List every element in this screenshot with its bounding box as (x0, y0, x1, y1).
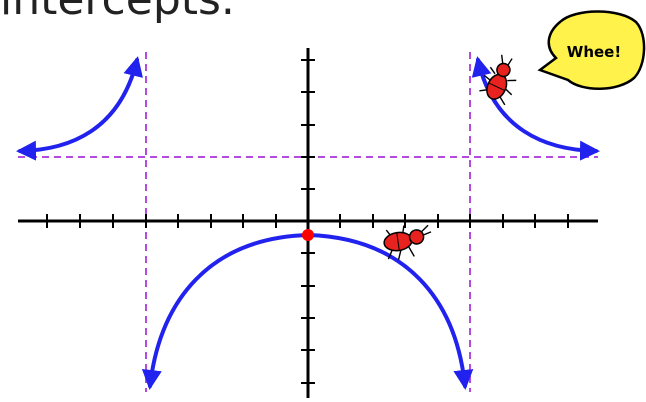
bug-icon (383, 224, 432, 260)
curve-left-upper (16, 56, 143, 161)
y-intercept-point (302, 229, 314, 241)
x-axis-ticks (46, 214, 569, 228)
axes (18, 48, 598, 398)
curve-right-upper (471, 56, 600, 161)
bug-icon (479, 54, 517, 106)
speech-bubble: Whee! (537, 10, 646, 90)
speech-bubble-text: Whee! (567, 43, 621, 61)
caption-text: intercepts. (0, 0, 235, 22)
